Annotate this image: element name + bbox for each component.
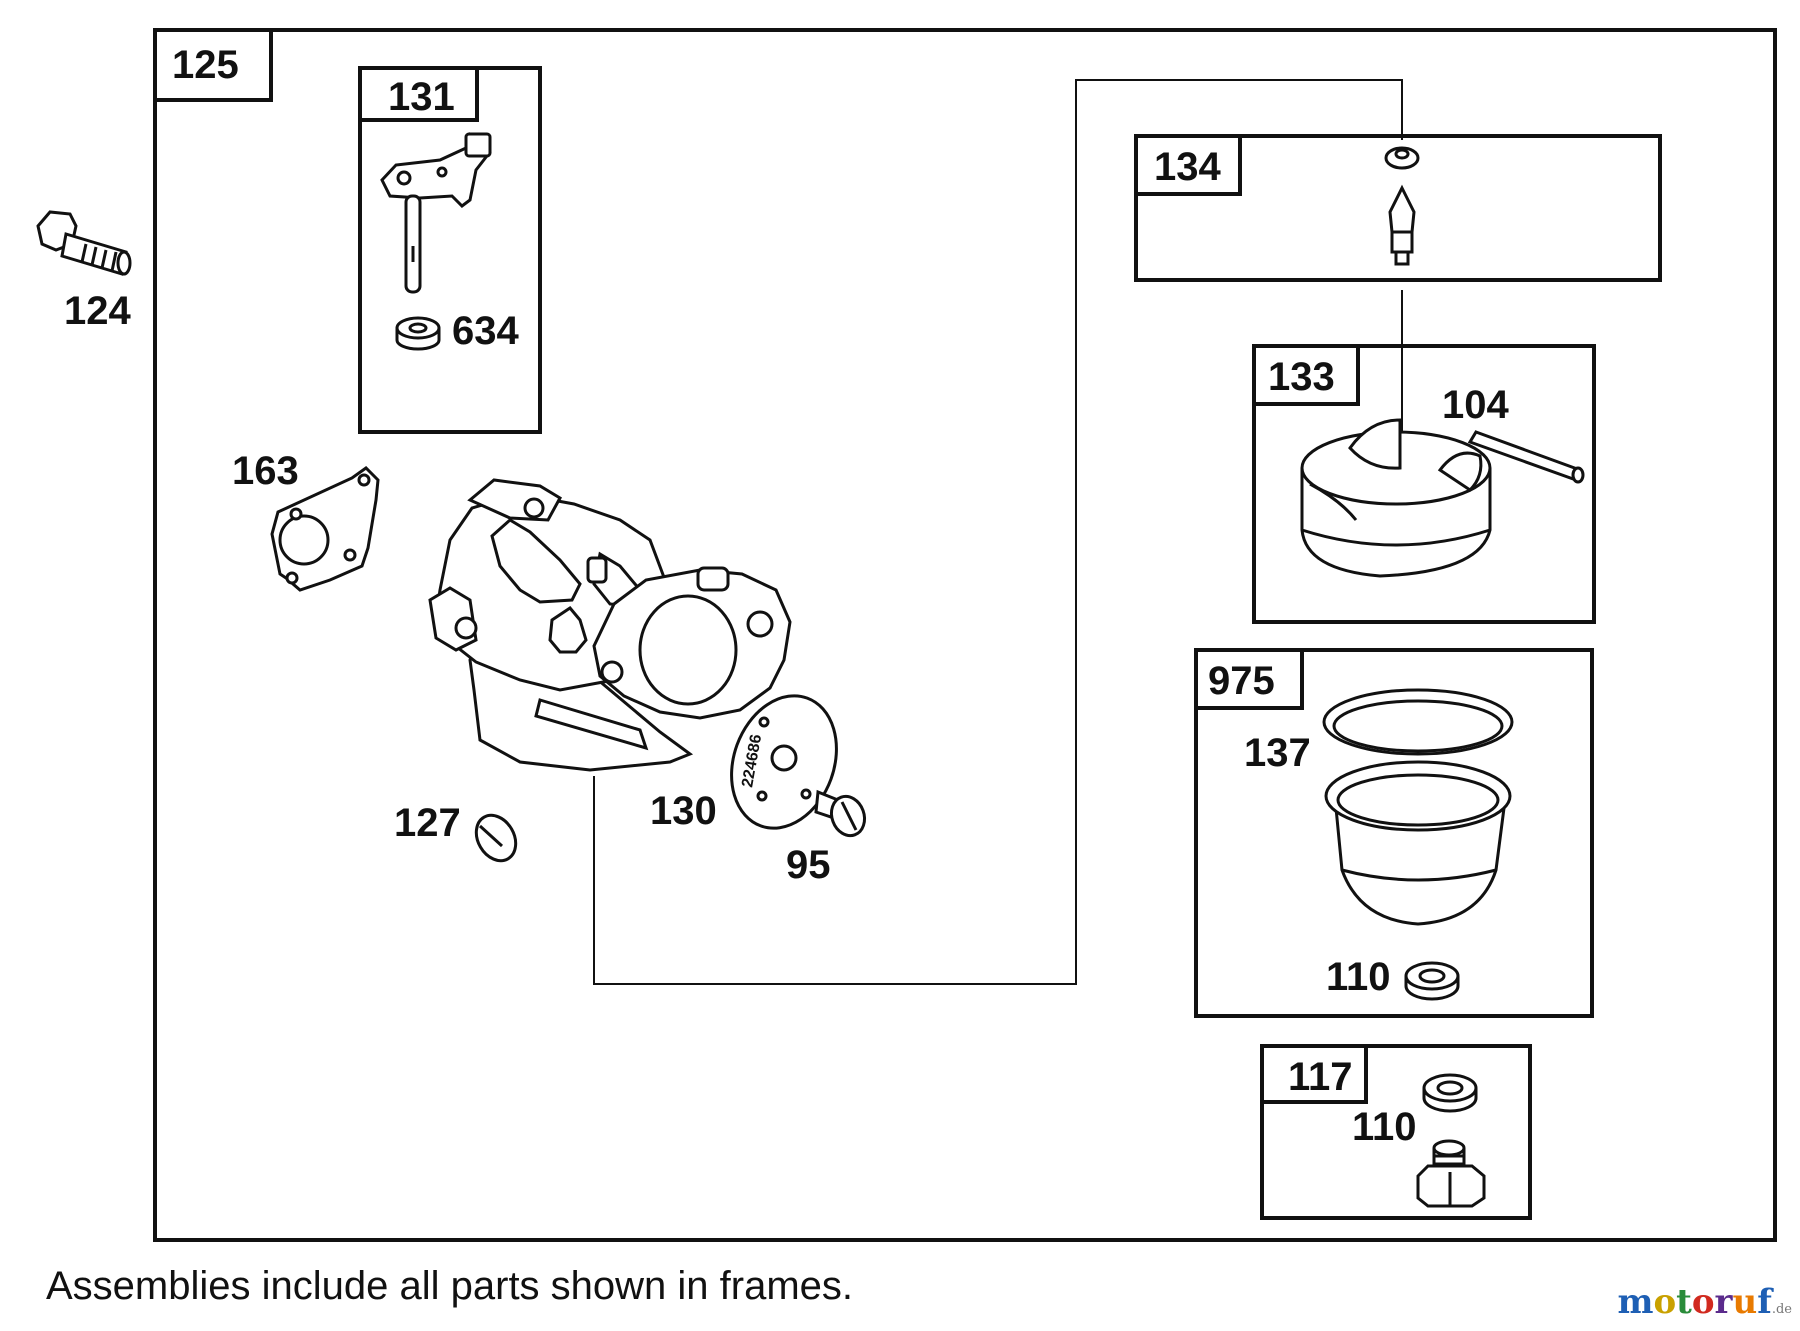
watermark-letter: f <box>1757 1282 1772 1322</box>
carb-link-line <box>593 79 1403 985</box>
watermark-letter: o <box>1691 1282 1715 1322</box>
part-label-127: 127 <box>394 801 461 845</box>
frame-label-125: 125 <box>172 43 239 87</box>
watermark-letter: r <box>1714 1282 1733 1322</box>
frame-131 <box>358 66 542 434</box>
float-part <box>1300 418 1492 578</box>
carburetor-body <box>428 478 792 772</box>
part-label-110-bowl: 110 <box>1326 955 1391 999</box>
part-label-124: 124 <box>64 289 131 333</box>
frame-label-117: 117 <box>1288 1055 1353 1099</box>
washer-110-screw <box>1422 1073 1478 1113</box>
frame-134 <box>1134 134 1662 282</box>
bowl-screw <box>1416 1139 1486 1208</box>
part-label-163: 163 <box>232 449 299 493</box>
plug-127 <box>474 813 518 863</box>
diaphragm-130 <box>730 694 838 830</box>
float-pin-104 <box>1467 430 1585 484</box>
inlet-needle-part <box>1384 146 1420 266</box>
frame-label-975: 975 <box>1208 659 1275 703</box>
watermark-logo: motoruf.de <box>1617 1282 1792 1322</box>
watermark-letter: t <box>1676 1282 1692 1322</box>
washer-110-bowl <box>1404 961 1460 1001</box>
seal-634 <box>395 316 441 351</box>
o-ring-137 <box>1322 688 1514 756</box>
watermark-letter: u <box>1732 1282 1758 1322</box>
frame-133 <box>1252 344 1596 624</box>
frame-125 <box>153 28 1777 1242</box>
bolt-124 <box>36 210 132 276</box>
watermark-letter: m <box>1617 1282 1654 1322</box>
watermark-letter: o <box>1653 1282 1677 1322</box>
watermark-tld: .de <box>1771 1302 1792 1317</box>
part-label-95: 95 <box>786 843 831 887</box>
part-label-137: 137 <box>1244 731 1311 775</box>
gasket-163 <box>270 466 380 592</box>
frame-label-133: 133 <box>1268 355 1335 399</box>
frame-117 <box>1260 1044 1532 1220</box>
choke-shaft-part <box>380 132 492 294</box>
part-label-110-screw: 110 <box>1352 1105 1417 1149</box>
float-bowl <box>1324 760 1512 926</box>
watermark-name: motoruf <box>1617 1282 1771 1322</box>
assemblies-footnote: Assemblies include all parts shown in fr… <box>46 1264 854 1308</box>
frame-label-131: 131 <box>388 75 455 119</box>
frame-975 <box>1194 648 1594 1018</box>
part-label-104: 104 <box>1442 383 1509 427</box>
part-label-130: 130 <box>650 789 717 833</box>
part-label-634: 634 <box>452 309 519 353</box>
screw-95 <box>814 789 867 838</box>
frame-label-134: 134 <box>1154 145 1221 189</box>
